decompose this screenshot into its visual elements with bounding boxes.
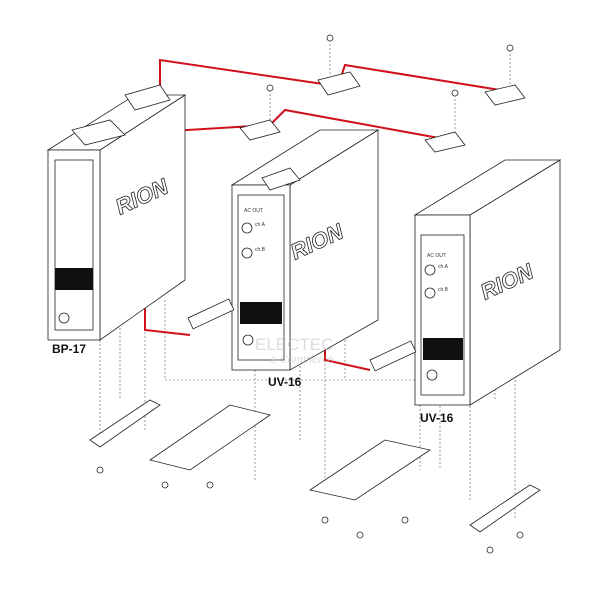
ch-b-connector (241, 247, 253, 259)
ch-a-label: ch.A (255, 222, 266, 228)
module-bp17: RION BP-17 (46, 84, 187, 356)
module-label: UV-16 (268, 375, 302, 389)
ch-b-label: ch.B (438, 287, 449, 293)
ch-a-connector (241, 222, 253, 234)
screws (96, 34, 524, 554)
panel-title: AC OUT (427, 253, 446, 259)
guide-lines (99, 40, 516, 520)
ribbon-cables (187, 298, 417, 372)
module-uv16-center: AC OUT ch.A ch.B RION UV-16 (230, 71, 380, 389)
ch-b-label: ch.B (255, 247, 266, 253)
svg-text:ELECTEC: ELECTEC (255, 335, 333, 354)
ch-a-label: ch.A (438, 264, 449, 270)
svg-text:e-Commerce: e-Commerce (270, 354, 334, 366)
module-uv16-right: AC OUT ch.A ch.B RION UV-16 (413, 84, 562, 425)
module-label: UV-16 (420, 411, 454, 425)
panel-title: AC OUT (244, 208, 263, 214)
watermark: ELECTEC e-Commerce (255, 335, 334, 366)
mounting-plates (89, 399, 541, 533)
module-label: BP-17 (52, 342, 86, 356)
